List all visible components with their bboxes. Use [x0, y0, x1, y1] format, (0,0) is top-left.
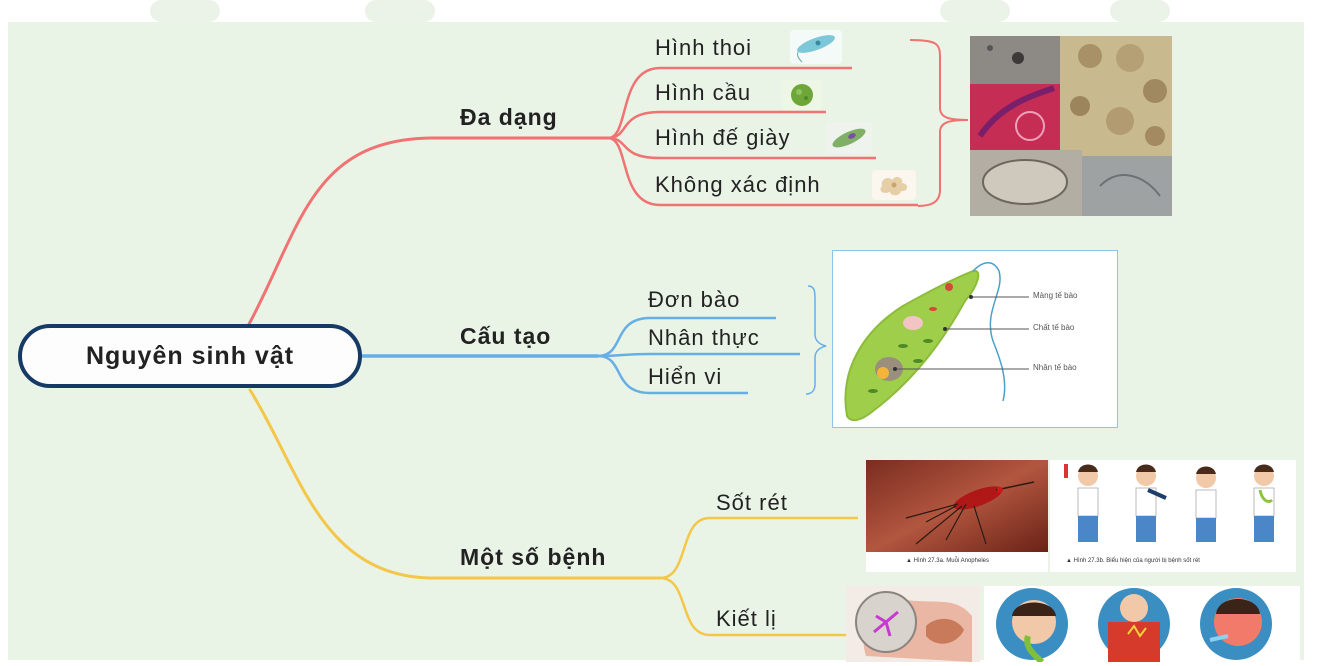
protist-photo-collage [970, 36, 1172, 216]
anopheles-mosquito-figure: ▲ Hình 27.3a. Muỗi Anopheles [866, 460, 1048, 572]
connector-sot-ret [660, 518, 858, 578]
fever-face [1200, 588, 1272, 660]
branch-mot-so-benh-label[interactable]: Một số bệnh [460, 544, 606, 571]
stomach-ache-figure [1098, 588, 1170, 662]
person-figure-2 [1136, 465, 1166, 543]
red-bracket [910, 40, 968, 206]
branch-cau-tao-label[interactable]: Cấu tạo [460, 323, 551, 350]
connector-root-da-dang [248, 138, 608, 326]
root-node[interactable]: Nguyên sinh vật [18, 324, 362, 388]
cell-structure-diagram: Màng tế bào Chất tế bào Nhân tế bào [832, 250, 1118, 428]
leaf-hinh-de-giay[interactable]: Hình đế giày [655, 125, 791, 151]
leaf-hinh-thoi[interactable]: Hình thoi [655, 35, 752, 61]
cytoplasm-label: Chất tế bào [1033, 323, 1074, 332]
spindle-cell-icon [790, 30, 842, 64]
leaf-hien-vi[interactable]: Hiển vi [648, 364, 722, 390]
caption-figure-b: ▲ Hình 27.3b. Biểu hiện của người bị bện… [1066, 558, 1200, 564]
vomiting-face [996, 588, 1068, 662]
dysentery-symptoms-image [984, 586, 1300, 662]
leaf-don-bao[interactable]: Đơn bào [648, 287, 740, 313]
nucleus-label: Nhân tế bào [1033, 363, 1077, 372]
person-figure-1 [1064, 464, 1098, 542]
leaf-nhan-thuc[interactable]: Nhân thực [648, 325, 760, 351]
cell-membrane-label: Màng tế bào [1033, 291, 1077, 300]
leaf-sot-ret[interactable]: Sốt rét [716, 490, 788, 516]
person-figure-3 [1196, 467, 1216, 543]
caption-figure-a: ▲ Hình 27.3a. Muỗi Anopheles [906, 558, 989, 564]
root-label: Nguyên sinh vật [86, 342, 294, 371]
slipper-cell-icon [826, 122, 872, 154]
malaria-symptoms-figure: ▲ Hình 27.3b. Biểu hiện của người bị bện… [1050, 460, 1296, 572]
connector-nhan-thuc [598, 354, 800, 356]
dysentery-intestine-image [846, 586, 980, 662]
sphere-cell-icon [782, 80, 822, 110]
leaf-khong-xac-dinh[interactable]: Không xác định [655, 172, 821, 198]
leaf-kiet-li[interactable]: Kiết lị [716, 606, 777, 632]
branch-da-dang-label[interactable]: Đa dạng [460, 104, 558, 131]
person-figure-4 [1254, 465, 1274, 543]
blue-bracket [806, 286, 826, 394]
leaf-hinh-cau[interactable]: Hình cầu [655, 80, 751, 106]
amoeba-icon [872, 170, 916, 200]
